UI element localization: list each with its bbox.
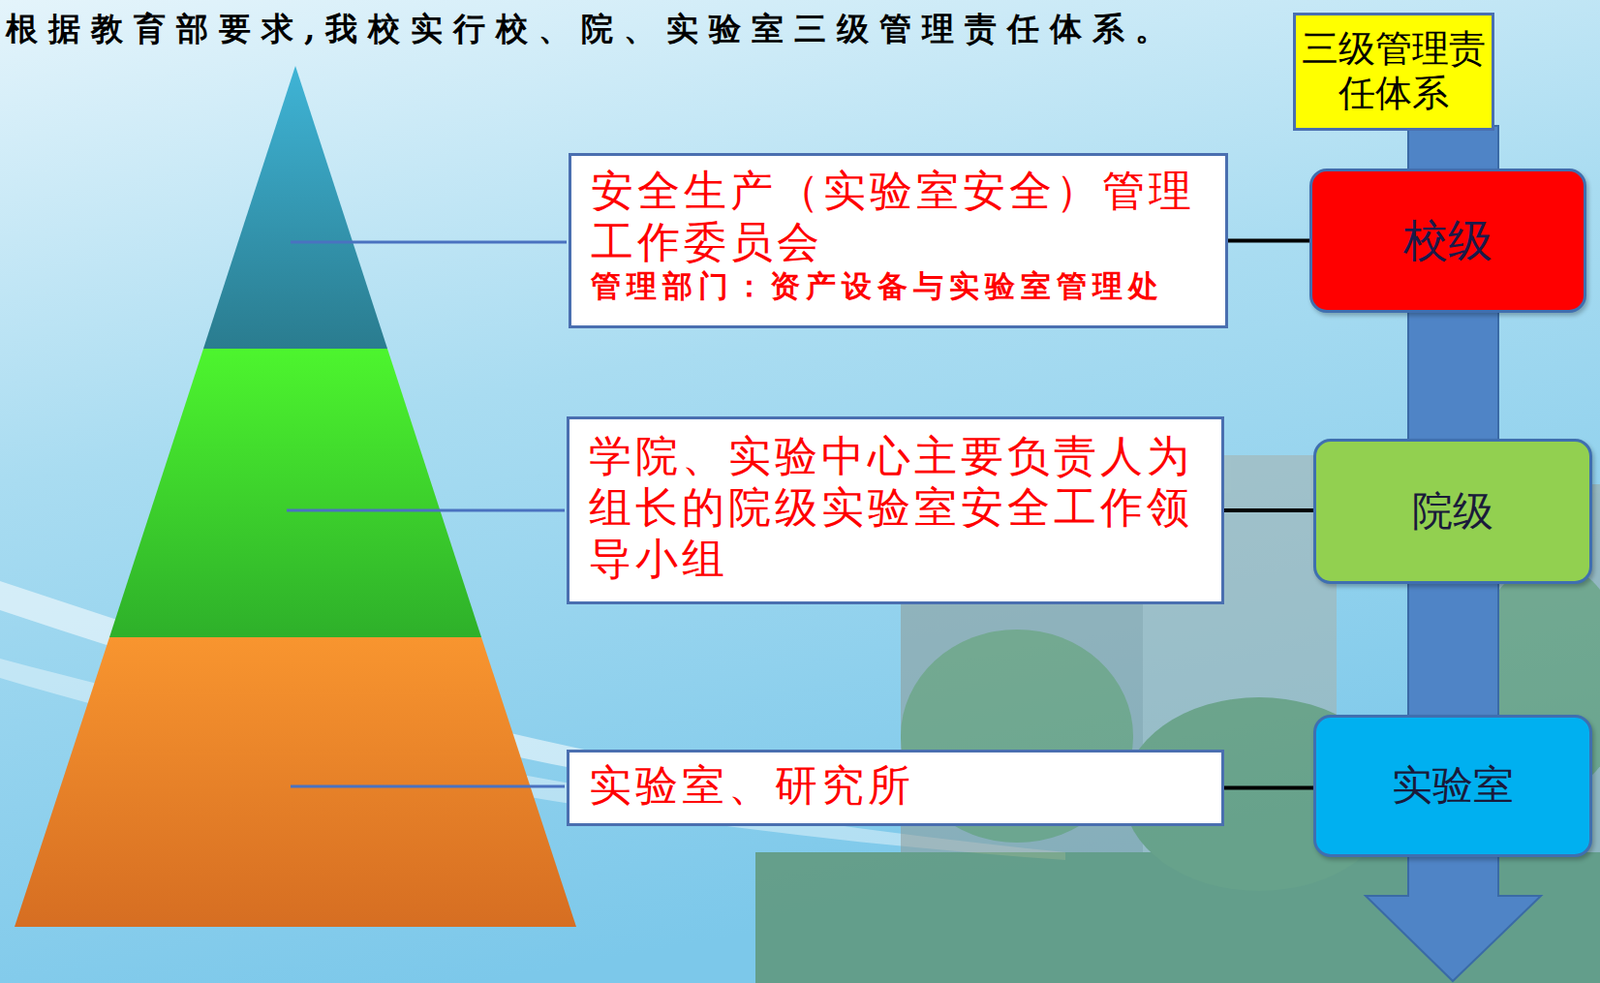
page-title: 根据教育部要求,我校实行校、院、实验室三级管理责任体系。 — [5, 7, 1179, 52]
group-box: 学院、实验中心主要负责人为组长的院级实验室安全工作领导小组 — [566, 416, 1225, 605]
level-box: 实验室 — [1313, 714, 1593, 858]
pyramid-top — [203, 65, 388, 349]
level-box: 院级 — [1313, 438, 1593, 585]
connector-line — [1224, 508, 1314, 513]
connector-line — [1228, 239, 1310, 244]
node-label: 院级 — [1320, 487, 1586, 536]
connector-line — [1224, 786, 1314, 791]
leader-line — [290, 241, 567, 245]
leader-line — [290, 785, 565, 789]
lab-box: 实验室、研究所 — [566, 749, 1225, 827]
pyramid-middle — [109, 348, 482, 638]
leader-line — [286, 509, 565, 513]
heading-box: 三级管理责任体系 — [1292, 12, 1495, 131]
node-subtitle: 管理部门：资产设备与实验室管理处 — [590, 268, 1206, 305]
node-label: 实验室、研究所 — [588, 760, 1202, 812]
node-label: 实验室 — [1320, 761, 1586, 810]
pyramid-base — [14, 637, 577, 927]
node-label: 学院、实验中心主要负责人为组长的院级实验室安全工作领导小组 — [588, 430, 1202, 585]
node-label: 校级 — [1316, 214, 1580, 268]
node-label: 三级管理责任体系 — [1299, 27, 1488, 116]
committee-box: 安全生产（实验室安全）管理工作委员会管理部门：资产设备与实验室管理处 — [568, 153, 1229, 329]
level-box: 校级 — [1309, 168, 1587, 313]
node-label: 安全生产（实验室安全）管理工作委员会 — [590, 165, 1206, 269]
